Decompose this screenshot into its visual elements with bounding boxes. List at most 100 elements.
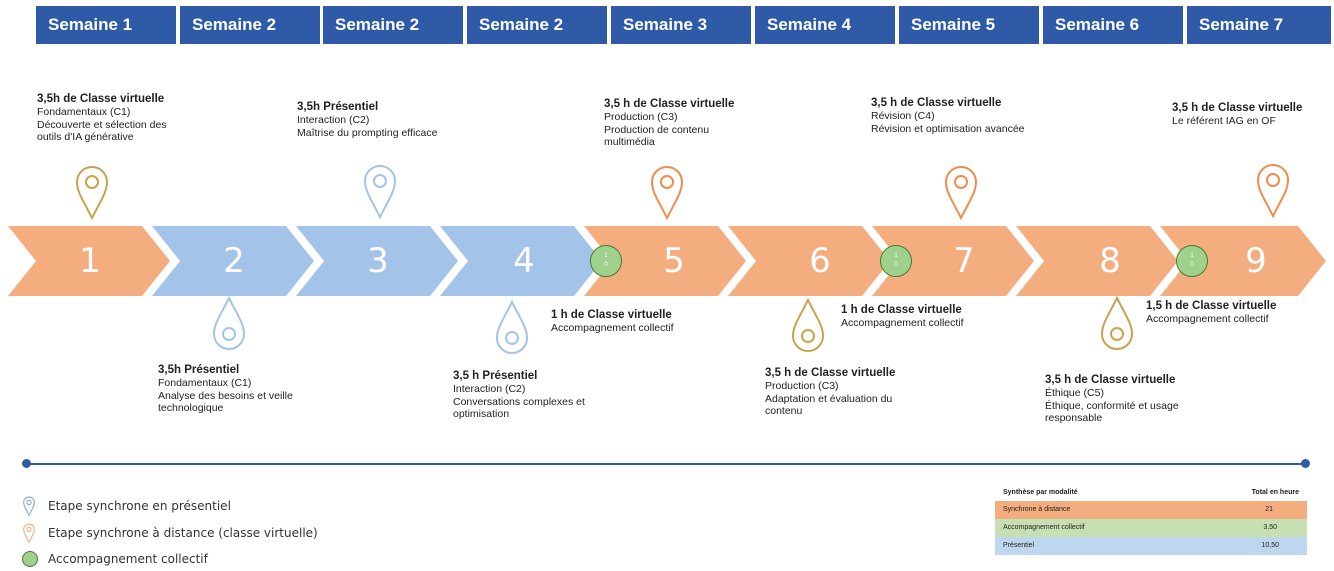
session-title: 3,5 h de Classe virtuelle [1045, 374, 1176, 386]
session-desc: Conversations complexes et [453, 395, 585, 408]
session-bottom-2: 3,5 h Présentiel Interaction (C2) Conver… [453, 369, 585, 421]
session-bottom-3: 1 h de Classe virtuelle Accompagnement c… [551, 308, 674, 335]
session-desc: responsable [1045, 412, 1103, 424]
session-title: 3,5 h Présentiel [453, 370, 538, 382]
session-desc: Révision et optimisation avancée [871, 122, 1025, 135]
session-title: 3,5h Présentiel [297, 101, 379, 113]
chevron-8 [1016, 226, 1178, 296]
session-desc: Le référent IAG en OF [1172, 115, 1276, 127]
session-title: 3,5 h de Classe virtuelle [871, 97, 1002, 109]
legend-label: Etape synchrone à distance (classe virtu… [48, 526, 318, 540]
legend-label: Etape synchrone en présentiel [48, 499, 231, 513]
step-number-4: 4 [513, 241, 535, 281]
week-2-header: Semaine 2 [180, 6, 320, 44]
session-top-5: 3,5 h de Classe virtuelle Le référent IA… [1172, 101, 1302, 128]
session-desc: Adaptation et évaluation du [765, 392, 893, 405]
summary-row-value: 3,50 [1263, 524, 1277, 531]
accompaniment-dot-3: 1 0 [1176, 245, 1208, 277]
session-module: Fondamentaux (C1) [158, 377, 252, 389]
map-pin-inverted-icon [495, 300, 529, 354]
legend-accompagnement: Accompagnement collectif [22, 551, 208, 567]
session-module: Révision (C4) [871, 110, 935, 122]
green-circle-icon [22, 551, 38, 567]
session-top-2: 3,5h Présentiel Interaction (C2) Maîtris… [297, 100, 437, 139]
summary-header: Synthèse par modalité Total en heure [995, 485, 1307, 501]
session-top-3: 3,5 h de Classe virtuelle Production (C3… [604, 97, 734, 149]
chevron-1 [8, 226, 170, 296]
week-5-header: Semaine 5 [899, 6, 1039, 44]
map-pin-icon [1256, 164, 1290, 218]
session-top-1: 3,5h de Classe virtuelle Fondamentaux (C… [37, 92, 167, 144]
session-module: Production (C3) [604, 111, 678, 123]
step-number-7: 7 [953, 241, 975, 281]
map-pin-icon [650, 166, 684, 220]
legend-presentiel: Etape synchrone en présentiel [22, 496, 231, 516]
session-desc: Découverte et sélection des [37, 118, 167, 131]
session-title: 1,5 h de Classe virtuelle [1146, 300, 1277, 312]
timeline-start-dot [22, 459, 31, 468]
week-3-header: Semaine 3 [611, 6, 751, 44]
chevron-5 [584, 226, 746, 296]
session-title: 3,5 h de Classe virtuelle [604, 98, 735, 110]
session-module: Production (C3) [765, 380, 839, 392]
map-pin-icon [23, 496, 35, 516]
session-desc: Production de contenu [604, 123, 710, 136]
session-module: Éthique (C5) [1045, 387, 1104, 399]
session-module: Fondamentaux (C1) [37, 106, 131, 118]
step-number-6: 6 [809, 241, 831, 281]
session-desc: contenu [765, 405, 803, 417]
session-desc: Accompagnement collectif [551, 322, 674, 334]
step-number-3: 3 [367, 241, 389, 281]
legend-distance: Etape synchrone à distance (classe virtu… [22, 523, 318, 543]
session-title: 3,5 h de Classe virtuelle [1172, 102, 1303, 114]
chevron-6 [728, 226, 890, 296]
chevron-2 [152, 226, 314, 296]
session-desc: Accompagnement collectif [1146, 313, 1269, 325]
map-pin-inverted-icon [1100, 296, 1134, 350]
summary-row-label: Présentiel [1003, 542, 1035, 549]
session-title: 3,5 h de Classe virtuelle [765, 367, 896, 379]
map-pin-inverted-icon [212, 296, 246, 350]
chevron-7 [872, 226, 1034, 296]
session-desc: technologique [158, 402, 224, 414]
map-pin-icon [23, 523, 35, 543]
step-number-5: 5 [663, 241, 685, 281]
session-module: Interaction (C2) [453, 383, 526, 395]
session-title: 3,5h Présentiel [158, 364, 240, 376]
step-chevrons [8, 226, 1326, 296]
session-desc: Accompagnement collectif [841, 317, 964, 329]
session-module: Interaction (C2) [297, 114, 370, 126]
summary-row-label: Accompagnement collectif [1003, 524, 1085, 531]
accompaniment-dot-1: 1 0 [590, 245, 622, 277]
week-6-header: Semaine 6 [1043, 6, 1183, 44]
session-desc: multimédia [604, 136, 655, 148]
chevron-3 [296, 226, 458, 296]
accompaniment-dot-2: 1 0 [880, 245, 912, 277]
step-number-9: 9 [1245, 241, 1267, 281]
map-pin-icon [944, 166, 978, 220]
summary-row: Présentiel 10,50 [995, 537, 1307, 555]
week-1-header: Semaine 1 [36, 6, 176, 44]
map-pin-inverted-icon [791, 298, 825, 352]
session-top-4: 3,5 h de Classe virtuelle Révision (C4) … [871, 96, 1025, 135]
session-bottom-5: 1 h de Classe virtuelle Accompagnement c… [841, 303, 964, 330]
week-2b-header: Semaine 2 [323, 6, 463, 44]
session-title: 1 h de Classe virtuelle [551, 309, 672, 321]
map-pin-icon [363, 165, 397, 219]
session-desc: Éthique, conformité et usage [1045, 399, 1179, 412]
chevron-9 [1160, 226, 1326, 296]
map-pin-icon [75, 166, 109, 220]
timeline-end-dot [1301, 459, 1310, 468]
timeline-line [26, 463, 1306, 465]
session-desc: optimisation [453, 408, 510, 420]
summary-row-label: Synchrone à distance [1003, 506, 1071, 513]
summary-row-value: 21 [1265, 506, 1273, 513]
step-number-2: 2 [223, 241, 245, 281]
session-desc: outils d'IA générative [37, 131, 134, 143]
week-4-header: Semaine 4 [755, 6, 895, 44]
summary-table: Synthèse par modalité Total en heure Syn… [995, 485, 1307, 555]
session-bottom-6: 3,5 h de Classe virtuelle Éthique (C5) É… [1045, 373, 1179, 425]
session-desc: Maîtrise du prompting efficace [297, 126, 438, 139]
session-title: 3,5h de Classe virtuelle [37, 93, 165, 105]
step-number-1: 1 [79, 241, 101, 281]
